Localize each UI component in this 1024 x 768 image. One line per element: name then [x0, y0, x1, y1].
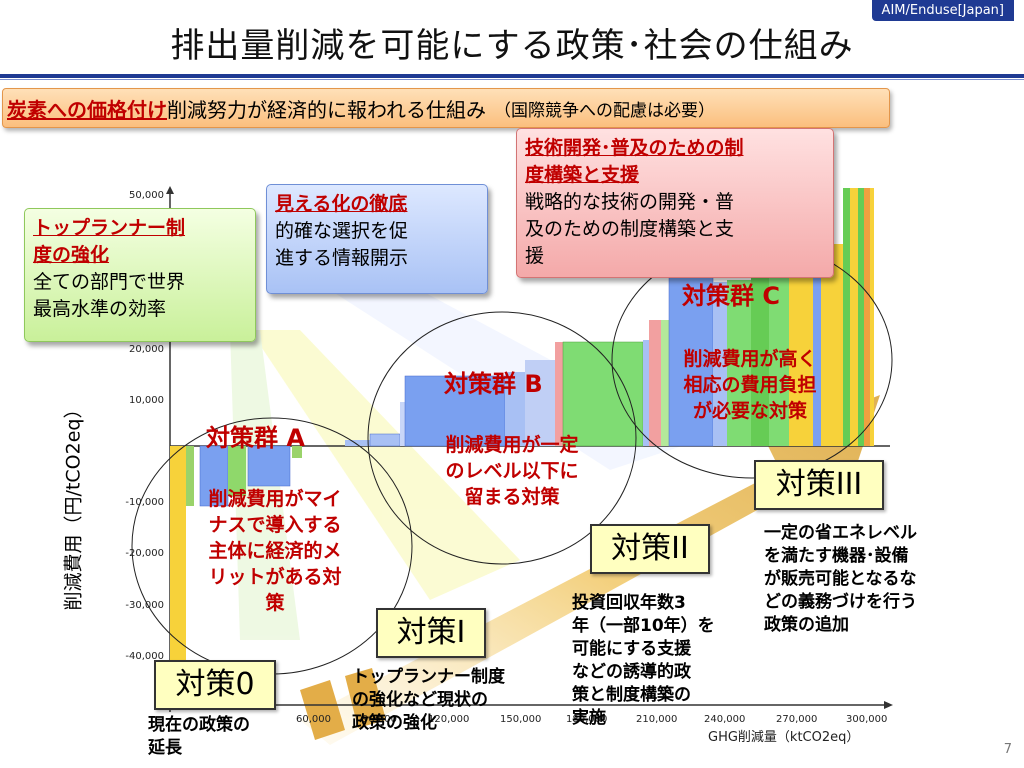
title-rule-thin [0, 79, 1024, 80]
y-tick: 10,000 [129, 395, 164, 406]
y-tick: -40,000 [125, 651, 164, 662]
group-b-desc: 削減費用が一定 のレベル以下に 留まる対策 [414, 432, 610, 510]
measure-2-desc: 投資回収年数3 年（一部10年）を 可能にする支援 などの誘導的政 策と制度構築… [572, 592, 750, 730]
measure-3-label: 対策III [754, 460, 884, 510]
y-tick: -20,000 [125, 548, 164, 559]
tech-line-3: 援 [525, 245, 545, 267]
measure-3-desc: 一定の省エネレベル を満たす機器･設備 が販売可能となるな どの義務づけを行う … [764, 522, 974, 637]
group-a-title: 対策群 A [206, 424, 305, 452]
measure-1-desc: トップランナー制度 の強化など現状の 政策の強化 [352, 666, 542, 735]
group-c-desc-line: 相応の費用負担 [683, 374, 817, 396]
y-axis-label: 削減費用（円/tCO2eq） [52, 380, 92, 630]
group-a-desc-line: リットがある対 [208, 566, 342, 588]
circle-group-b [367, 311, 637, 565]
group-a-desc-line: ナスで導入する [208, 514, 342, 536]
group-a-desc-line: 策 [265, 592, 285, 614]
measure-0-label: 対策0 [154, 660, 276, 710]
measure-0-desc-line: 延長 [148, 738, 182, 758]
measure-1-desc-line: の強化など現状の [352, 690, 488, 710]
bars-negative [170, 445, 302, 676]
measure-3-desc-line: どの義務づけを行う [764, 592, 917, 612]
y-tick: -30,000 [125, 600, 164, 611]
x-tick: 60,000 [296, 714, 331, 725]
measure-2-desc-line: 実施 [572, 708, 606, 728]
y-tick: 50,000 [129, 190, 164, 201]
group-b-desc-line: のレベル以下に [445, 460, 579, 482]
measure-0-desc: 現在の政策の 延長 [148, 714, 298, 760]
measure-2-desc-line: 投資回収年数3 [572, 593, 686, 613]
group-c-desc-line: 削減費用が高く [683, 348, 817, 370]
x-tick: 210,000 [636, 714, 678, 725]
tech-support-box: 技術開発･普及のための制 度構築と支援 戦略的な技術の開発・普 及のための制度構… [516, 128, 834, 278]
bars-positive [345, 188, 874, 447]
group-a-desc-line: 削減費用がマイ [208, 488, 342, 510]
pricing-note: （国際競争への配慮は必要） [494, 100, 715, 121]
measure-1-label: 対策I [376, 608, 486, 658]
carbon-pricing-banner: 炭素への価格付け 削減努力が経済的に報われる仕組み （国際競争への配慮は必要） [2, 88, 890, 128]
tech-line-1: 戦略的な技術の開発・普 [525, 191, 735, 213]
measure-2-desc-line: 可能にする支援 [572, 639, 692, 659]
x-axis-label: GHG削減量（ktCO2eq） [708, 730, 860, 745]
page-number: 7 [1003, 742, 1012, 757]
measure-3-desc-line: 一定の省エネレベル [764, 523, 917, 543]
measure-1-desc-line: トップランナー制度 [352, 667, 505, 687]
visibility-head: 見える化の徹底 [275, 193, 408, 215]
group-b-desc-line: 削減費用が一定 [445, 434, 579, 456]
measure-0-desc-line: 現在の政策の [148, 715, 250, 735]
tech-head-1: 技術開発･普及のための制 [525, 137, 744, 159]
y-tick: -10,000 [125, 497, 164, 508]
pricing-text: 削減努力が経済的に報われる仕組み [167, 97, 486, 122]
group-c-desc: 削減費用が高く 相応の費用負担 が必要な対策 [652, 346, 848, 424]
measure-3-desc-line: 政策の追加 [764, 615, 849, 635]
measure-1-desc-line: 政策の強化 [352, 713, 437, 733]
x-tick: 120,000 [428, 714, 470, 725]
measure-2-label: 対策II [590, 524, 710, 574]
group-b-desc-line: 留まる対策 [464, 486, 560, 508]
top-runner-head-1: トップランナー制 [33, 217, 186, 239]
group-b-title: 対策群 B [444, 370, 543, 398]
x-tick: 180,000 [566, 714, 608, 725]
group-c-title: 対策群 C [682, 282, 780, 310]
measure-2-desc-line: などの誘導的政 [572, 662, 691, 682]
tech-head-2: 度構築と支援 [525, 164, 640, 186]
y-axis-label-text: 削減費用（円/tCO2eq） [62, 399, 85, 611]
measure-3-desc-line: が販売可能となるな [764, 569, 917, 589]
x-tick: 300,000 [846, 714, 888, 725]
group-a-desc-line: 主体に経済的メ [208, 540, 342, 562]
x-tick: 90,000 [362, 714, 397, 725]
page-title: 排出量削減を可能にする政策･社会の仕組み [170, 26, 854, 66]
measure-2-desc-line: 年（一部10年）を [572, 616, 715, 636]
group-c-desc-line: が必要な対策 [692, 400, 807, 422]
top-runner-box: トップランナー制 度の強化 全ての部門で世界 最高水準の効率 [24, 208, 256, 342]
x-tick: 270,000 [776, 714, 818, 725]
top-runner-line-2: 最高水準の効率 [33, 298, 167, 320]
x-tick: 150,000 [500, 714, 542, 725]
group-a-desc: 削減費用がマイ ナスで導入する 主体に経済的メ リットがある対 策 [180, 486, 370, 616]
tech-line-2: 及のための制度構築と支 [525, 218, 735, 240]
top-runner-line-1: 全ての部門で世界 [33, 271, 186, 293]
corner-tag: AIM/Enduse[Japan] [871, 0, 1014, 21]
title-rule [0, 74, 1024, 78]
x-tick: 240,000 [704, 714, 746, 725]
visibility-box: 見える化の徹底 的確な選択を促 進する情報開示 [266, 184, 488, 294]
top-runner-head-2: 度の強化 [33, 244, 110, 266]
y-tick: 20,000 [129, 344, 164, 355]
measure-3-desc-line: を満たす機器･設備 [764, 546, 909, 566]
visibility-line-1: 的確な選択を促 [275, 220, 409, 242]
pricing-highlight: 炭素への価格付け [7, 97, 167, 122]
visibility-line-2: 進する情報開示 [275, 247, 409, 269]
measure-2-desc-line: 策と制度構築の [572, 685, 691, 705]
